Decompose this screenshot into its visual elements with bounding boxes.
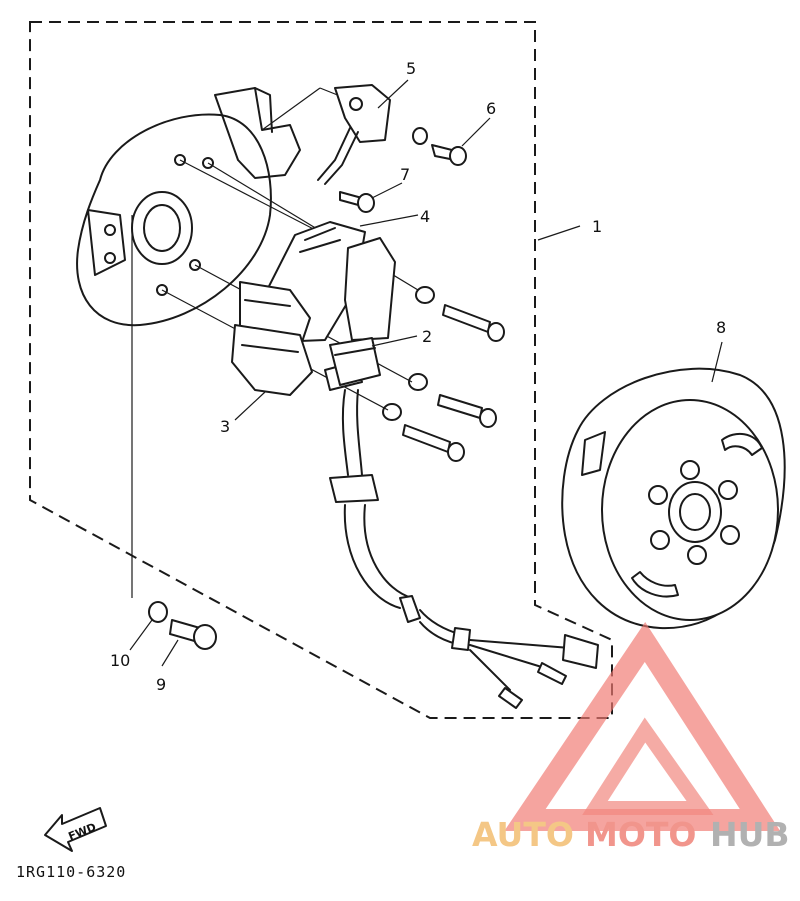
assembly-boundary [29,21,613,719]
callout-7: 7 [400,165,410,184]
callout-1: 1 [592,217,602,236]
screw-7 [339,191,375,213]
callout-6: 6 [486,99,496,118]
fwd-arrow: FWD [44,807,107,852]
stator-base-plate [76,87,301,327]
pickup-coil [317,84,391,185]
callout-3: 3 [220,417,230,436]
screw-9-washer-10 [148,601,217,650]
callout-5: 5 [406,59,416,78]
watermark-hub: HUB [710,815,790,854]
screw-6 [412,127,467,166]
watermark-moto: MOTO [585,815,696,854]
wire-harness [329,389,599,709]
source-coil [329,337,381,386]
callout-8: 8 [716,318,726,337]
watermark-triangle [504,622,781,831]
watermark-auto: AUTO [472,815,574,854]
callout-leaders [129,79,723,667]
drawing-code: 1RG110-6320 [16,863,126,881]
callout-4: 4 [420,207,430,226]
callout-10: 10 [110,651,130,670]
callout-9: 9 [156,675,166,694]
callout-2: 2 [422,327,432,346]
callout-labels: 1 2 3 4 5 6 7 8 9 10 [110,59,726,694]
watermark-logo: AUTO MOTO HUB [472,622,790,854]
flywheel-rotor [561,367,786,630]
screws-stator [382,286,505,462]
